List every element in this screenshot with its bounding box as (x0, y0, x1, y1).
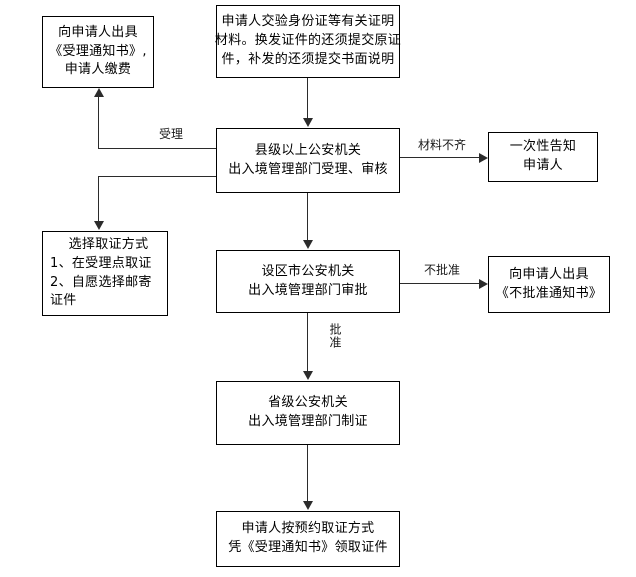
issue-rejection-notice-box[interactable]: 向申请人出具 《不批准通知书》 (488, 256, 610, 313)
node-line: 证件 (50, 293, 77, 309)
arrowhead-city-to-province (303, 371, 313, 380)
node-line: 省级公安机关 (268, 395, 348, 411)
node-line: 出入境管理部门审批 (248, 282, 368, 298)
node-line: 选择取证方式 (68, 236, 149, 252)
edge-province-to-collect (307, 445, 308, 502)
edge-county-to-pickup-v (98, 176, 99, 222)
edge-county-to-city (307, 193, 308, 241)
node-line: 出入境管理部门受理、审核 (228, 161, 388, 177)
node-line: 申请人缴费 (64, 62, 132, 78)
node-line: 《不批准通知书》 (495, 285, 603, 301)
edge-label-approved: 批准 (328, 323, 342, 349)
node-line: 《受理通知书》, (49, 43, 147, 59)
node-line: 设区市公安机关 (261, 263, 355, 279)
edge-label-not-approved: 不批准 (424, 263, 461, 277)
edge-label-incomplete-materials: 材料不齐 (418, 138, 467, 152)
edge-label-accepted: 受理 (159, 127, 184, 141)
node-line: 申请人按预约取证方式 (241, 521, 375, 537)
node-line: 一次性告知 (509, 139, 577, 155)
node-line: 1、在受理点取证 (50, 255, 152, 271)
applicant-collect-document-box[interactable]: 申请人按预约取证方式 凭《受理通知书》领取证件 (216, 511, 400, 567)
arrowhead-county-to-onetime (479, 153, 488, 163)
edge-city-to-rejection (400, 283, 480, 284)
edge-county-to-notice-h (98, 148, 216, 149)
arrowhead-city-to-rejection (479, 279, 488, 289)
node-line: 件，补发的还须提交书面说明 (221, 51, 395, 67)
one-time-notification-box[interactable]: 一次性告知 申请人 (488, 132, 598, 182)
edge-submit-to-county (307, 78, 308, 119)
arrowhead-county-to-notice (94, 88, 104, 97)
node-line: 申请人 (523, 158, 563, 173)
node-line: 向申请人出具 (509, 266, 589, 282)
arrowhead-submit-to-county (303, 118, 313, 127)
edge-county-to-onetime (400, 157, 480, 158)
arrowhead-county-to-city (303, 240, 313, 249)
city-level-approval-box[interactable]: 设区市公安机关 出入境管理部门审批 (216, 250, 400, 313)
arrowhead-province-to-collect (303, 501, 313, 510)
issue-acceptance-notice-box[interactable]: 向申请人出具 《受理通知书》, 申请人缴费 (42, 16, 154, 88)
node-line: 出入境管理部门制证 (248, 414, 368, 429)
applicant-submit-materials-box[interactable]: 申请人交验身份证等有关证明 材料。换发证件的还须提交原证 件，补发的还须提交书面… (214, 5, 402, 78)
county-level-review-box[interactable]: 县级以上公安机关 出入境管理部门受理、审核 (216, 128, 400, 193)
node-line: 县级以上公安机关 (254, 142, 362, 158)
edge-county-to-pickup-h (98, 176, 216, 177)
edge-county-to-notice-v (98, 97, 99, 148)
edge-city-to-province (307, 313, 308, 372)
arrowhead-county-to-pickup (94, 221, 104, 230)
node-line: 凭《受理通知书》领取证件 (228, 540, 388, 555)
node-line: 申请人交验身份证等有关证明 (221, 14, 395, 30)
node-line: 向申请人出具 (58, 24, 138, 40)
choose-pickup-method-box[interactable]: 选择取证方式 1、在受理点取证 2、自愿选择邮寄 证件 (42, 231, 168, 316)
node-line: 材料。换发证件的还须提交原证 (214, 33, 402, 49)
province-level-production-box[interactable]: 省级公安机关 出入境管理部门制证 (216, 381, 400, 445)
node-line: 2、自愿选择邮寄 (50, 274, 152, 290)
